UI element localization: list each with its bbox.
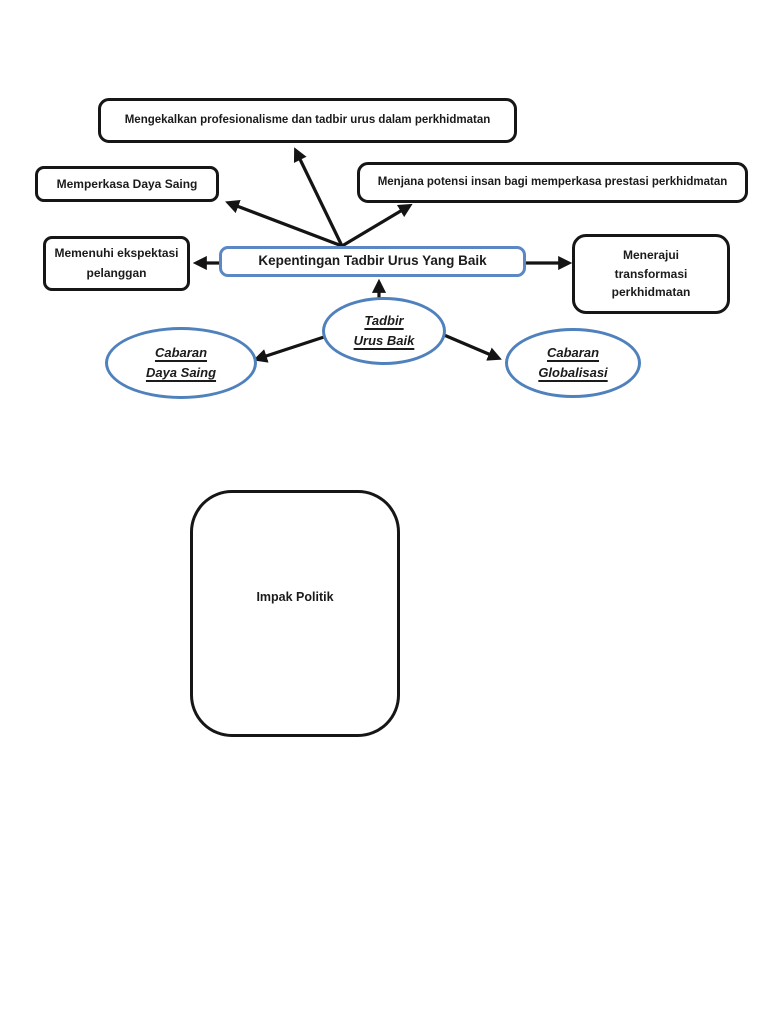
- node-kepentingan-label: Kepentingan Tadbir Urus Yang Baik: [258, 253, 487, 269]
- node-impak-politik: Impak Politik: [190, 490, 400, 737]
- node-memperkasa-label: Memperkasa Daya Saing: [56, 176, 198, 191]
- ellipse-cabaran-glob-label-line1: Cabaran: [546, 344, 600, 360]
- node-menjana-potensi: Menjana potensi insan bagi memperkasa pr…: [357, 162, 748, 203]
- node-menerajui-label-line2: transformasi: [614, 266, 688, 281]
- arrow-center-to-top-icon: [293, 147, 344, 247]
- ellipse-cabaran-daya-label-line1: Cabaran: [154, 344, 208, 360]
- ellipse-tadbir-urus-baik: Tadbir Urus Baik: [322, 297, 446, 365]
- node-impak-label: Impak Politik: [256, 589, 334, 604]
- node-mengekalkan-profesionalisme: Mengekalkan profesionalisme dan tadbir u…: [98, 98, 517, 143]
- node-memenuhi-label-line1: Memenuhi ekspektasi: [54, 246, 179, 261]
- node-menerajui-transformasi: Menerajui transformasi perkhidmatan: [572, 234, 730, 314]
- node-memperkasa-daya-saing: Memperkasa Daya Saing: [35, 166, 219, 202]
- ellipse-cabaran-daya-label-line2: Daya Saing: [145, 365, 217, 380]
- node-menerajui-label-line3: perkhidmatan: [611, 285, 691, 300]
- arrow-ellipse-to-globalisasi-icon: [443, 333, 502, 361]
- ellipse-tadbir-label-line1: Tadbir: [364, 312, 404, 328]
- node-memenuhi-ekspektasi: Memenuhi ekspektasi pelanggan: [43, 236, 190, 291]
- ellipse-cabaran-globalisasi: Cabaran Globalisasi: [505, 328, 641, 398]
- arrow-center-to-menjana-icon: [341, 203, 413, 248]
- ellipse-tadbir-label-line2: Urus Baik: [353, 333, 415, 348]
- ellipse-cabaran-daya-saing: Cabaran Daya Saing: [105, 327, 257, 399]
- arrow-center-to-memperkasa-icon: [225, 199, 343, 248]
- node-memenuhi-label-line2: pelanggan: [86, 265, 147, 280]
- node-kepentingan-tadbir-urus: Kepentingan Tadbir Urus Yang Baik: [219, 246, 526, 277]
- node-mengekalkan-label: Mengekalkan profesionalisme dan tadbir u…: [124, 114, 491, 127]
- arrow-ellipse-to-dayasaing-icon: [252, 335, 325, 363]
- node-menjana-label: Menjana potensi insan bagi memperkasa pr…: [377, 176, 728, 189]
- ellipse-cabaran-glob-label-line2: Globalisasi: [538, 365, 608, 380]
- node-menerajui-label-line1: Menerajui: [622, 248, 679, 263]
